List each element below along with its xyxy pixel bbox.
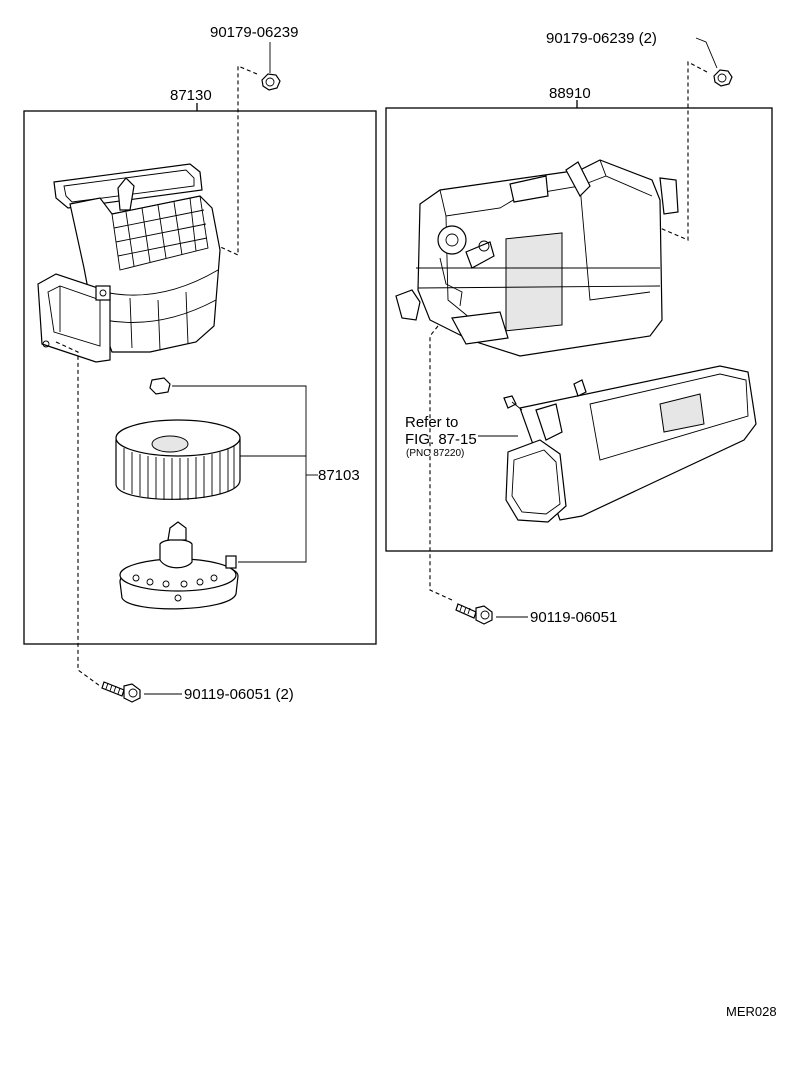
drawing-code: MER028	[726, 1004, 777, 1019]
air-duct-part	[503, 365, 757, 523]
refer-note-line1: Refer to	[405, 414, 459, 431]
part-number-nut-left: 90179-06239	[210, 24, 299, 41]
refer-note-line3: (PNC 87220)	[406, 448, 465, 459]
blower-group-frame	[23, 110, 377, 645]
part-number-heater-unit: 88910	[549, 85, 591, 102]
fan-wheel-part	[115, 419, 241, 500]
part-number-fan-motor: 87103	[318, 467, 360, 484]
hex-nut-icon	[713, 69, 733, 87]
heater-group-frame	[385, 107, 773, 552]
heater-unit-part	[395, 159, 679, 357]
blower-motor-part	[119, 521, 239, 610]
part-number-blower-case: 87130	[170, 87, 212, 104]
part-number-nut-right: 90179-06239 (2)	[546, 30, 657, 47]
part-number-bolt-left: 90119-06051 (2)	[184, 686, 294, 703]
flange-bolt-icon	[455, 603, 493, 625]
clip-part	[149, 377, 171, 395]
blower-case-part	[37, 163, 221, 363]
refer-note-line2: FIG. 87-15	[405, 431, 477, 448]
hex-nut-icon	[261, 73, 281, 91]
flange-bolt-icon	[101, 681, 141, 703]
part-number-bolt-right: 90119-06051	[530, 609, 618, 626]
